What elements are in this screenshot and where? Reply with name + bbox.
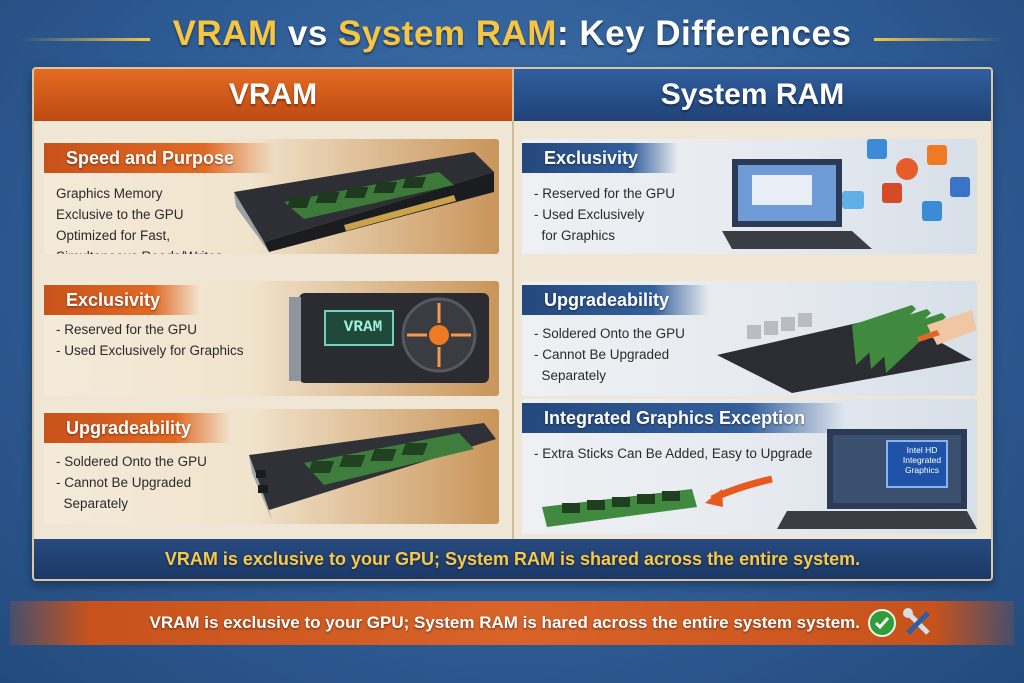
card-lines: - Reserved for the GPU - Used Exclusivel…	[534, 183, 754, 246]
card-line: - Reserved for the GPU	[56, 322, 198, 337]
title-suffix: : Key Differences	[556, 14, 852, 53]
card-lines: Graphics Memory Exclusive to the GPU Opt…	[56, 183, 276, 254]
vram-speed-purpose-card: Speed and Purpose Graphics Memory Exclus…	[44, 139, 499, 254]
vram-upgradeability-card: Upgradeability - Soldered Onto the GPU -…	[44, 409, 499, 524]
integrated-graphics-card: Integrated Graphics Exception - Extra St…	[522, 399, 977, 534]
page-title: VRAM vs System RAM: Key Differences	[0, 14, 1024, 54]
card-line: Separately	[56, 496, 129, 511]
card-line: - Reserved for the GPU	[534, 186, 676, 201]
card-line: - Extra Sticks Can Be Added, Easy to Upg…	[534, 446, 813, 461]
wrench-screwdriver-icon	[903, 608, 930, 635]
card-line: - Cannot Be Upgraded	[56, 475, 192, 490]
ram-stick-laptop-illustration	[542, 429, 977, 529]
card-line: - Used Exclusively	[534, 207, 645, 222]
ram-upgradeability-card: Upgradeability - Soldered Onto the GPU -…	[522, 281, 977, 396]
summary-footer: VRAM is exclusive to your GPU; System RA…	[34, 539, 991, 579]
card-lines: - Extra Sticks Can Be Added, Easy to Upg…	[534, 443, 854, 464]
gpu-cooler-illustration	[289, 293, 489, 383]
card-line: Separately	[534, 368, 607, 383]
card-title: Integrated Graphics Exception	[522, 403, 846, 433]
card-line: - Cannot Be Upgraded	[534, 347, 670, 362]
card-line: - Soldered Onto the GPU	[56, 451, 276, 472]
laptop-apps-illustration	[722, 139, 970, 249]
card-title: Upgradeability	[44, 413, 232, 443]
title-rule-left	[20, 38, 150, 41]
card-lines: - Soldered Onto the GPU - Cannot Be Upgr…	[56, 451, 276, 514]
intel-label-line: Intel HD	[906, 445, 938, 455]
title-rule-right	[874, 38, 1004, 41]
title-vram: VRAM	[172, 14, 278, 53]
card-lines: - Soldered Onto the GPU - Cannot Be Upgr…	[534, 323, 754, 386]
card-line: - Soldered Onto the GPU	[534, 326, 685, 341]
graphics-card-board-illustration	[249, 423, 496, 520]
vram-exclusivity-card: Exclusivity - Reserved for the GPU - Use…	[44, 281, 499, 396]
card-line: Exclusive to the GPU	[56, 207, 184, 222]
card-line: Simultaneous Reads/Writes	[56, 246, 276, 254]
intel-graphics-label: Intel HD Integrated Graphics	[892, 445, 952, 475]
vram-column-header: VRAM	[34, 69, 512, 121]
bottom-banner-text: VRAM is exclusive to your GPU; System RA…	[149, 613, 861, 632]
ram-exclusivity-card: Exclusivity - Reserved for the GPU - Use…	[522, 139, 977, 254]
graphics-card-illustration	[234, 152, 494, 252]
card-line-text: - Soldered Onto the GPU	[56, 454, 207, 469]
card-title: Exclusivity	[522, 143, 679, 173]
intel-label-line: Integrated	[902, 455, 942, 465]
gpu-vram-label: VRAM	[343, 318, 383, 336]
card-line: Optimized for Fast,	[56, 228, 171, 243]
motherboard-ram-illustration	[717, 305, 977, 393]
check-circle-icon	[868, 609, 896, 637]
card-line: Graphics Memory	[56, 186, 163, 201]
card-lines: - Reserved for the GPU - Used Exclusivel…	[56, 319, 276, 361]
card-line: - Used Exclusively for Graphics	[56, 343, 244, 358]
system-ram-column-header: System RAM	[514, 69, 991, 121]
card-title: Upgradeability	[522, 285, 710, 315]
card-title: Speed and Purpose	[44, 143, 275, 173]
intel-label-line: Graphics	[904, 465, 939, 475]
title-vs: vs	[277, 14, 339, 53]
title-system-ram: System RAM	[338, 14, 557, 53]
column-divider	[512, 69, 514, 539]
bottom-banner: VRAM is exclusive to your GPU; System RA…	[10, 601, 1014, 645]
card-title: Exclusivity	[44, 285, 201, 315]
card-line: for Graphics	[534, 228, 616, 243]
comparison-board: VRAM System RAM Speed and Purpose Graphi…	[32, 67, 993, 581]
